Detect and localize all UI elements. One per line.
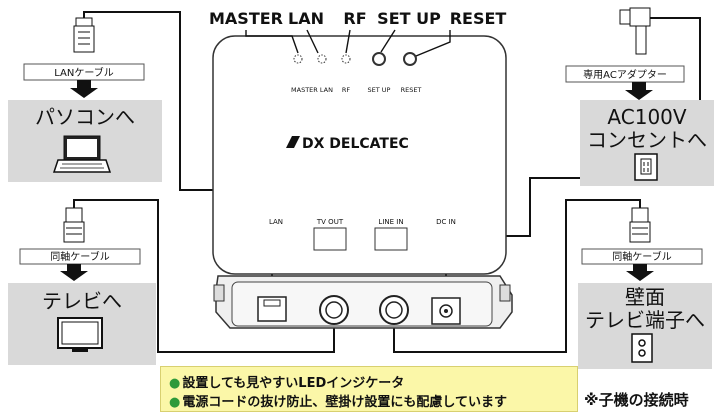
caption-line-1: ●設置しても見やすいLEDインジケータ (169, 372, 404, 391)
top-label-reset: RESET (450, 9, 507, 28)
panel-label-reset: RESET (401, 86, 422, 94)
brand-logo-icon (286, 136, 300, 148)
port-panel (213, 275, 513, 329)
coax-plug-icon (629, 207, 651, 243)
power-outlet-icon (634, 153, 658, 181)
caption-text-1: 設置しても見やすいLEDインジケータ (182, 376, 405, 391)
port-label-lan: LAN (269, 218, 283, 226)
ac-label-line2: コンセントへ (587, 128, 707, 152)
arrow-down-icon (625, 82, 653, 100)
pc-label: パソコンへ (35, 105, 135, 129)
wall-label-line1: 壁面 (625, 285, 665, 309)
lan-led-icon (317, 54, 327, 64)
wall-coax-cable-line (393, 199, 641, 353)
ac-plug-icon (619, 7, 651, 55)
tv-out-port-icon (319, 295, 349, 325)
left-coax-label: 同軸ケーブル (50, 250, 109, 263)
brand-name: DX DELCATEC (302, 136, 409, 152)
adapter-label: 専用ACアダプター (583, 68, 667, 81)
rf-led-icon (341, 54, 351, 64)
tv-label: テレビへ (42, 289, 122, 313)
port-label-dc-in: DC IN (436, 218, 456, 226)
panel-label-rf: RF (342, 86, 351, 94)
right-coax-label: 同軸ケーブル (612, 250, 671, 263)
top-label-lan: LAN (288, 9, 324, 28)
setup-button-icon (372, 52, 386, 66)
panel-label-setup: SET UP (368, 86, 391, 94)
arrow-down-icon (60, 264, 88, 281)
feature-caption-box: ●設置しても見やすいLEDインジケータ ●電源コードの抜け防止、壁掛け設置にも配… (160, 366, 578, 412)
top-label-rf: RF (343, 9, 366, 28)
tv-coax-cable-line (73, 199, 335, 353)
bullet-icon: ● (169, 395, 181, 410)
caption-text-2: 電源コードの抜け防止、壁掛け設置にも配慮しています (182, 395, 507, 410)
arrow-down-icon (626, 264, 654, 281)
tv-icon (57, 317, 103, 352)
lan-plug-icon (73, 17, 95, 53)
bullet-icon: ● (169, 376, 181, 391)
footnote: ※子機の接続時 (584, 391, 689, 409)
laptop-icon (52, 135, 112, 173)
wall-label-line2: テレビ端子へ (585, 308, 705, 332)
top-label-master: MASTER (209, 9, 283, 28)
port-label-tv-out: TV OUT (316, 218, 344, 226)
panel-label-master-lan: MASTER LAN (291, 86, 333, 94)
lan-cable-label: LANケーブル (54, 66, 114, 79)
device-body (212, 29, 507, 275)
line-in-port-icon (379, 295, 409, 325)
coax-plug-icon (63, 207, 85, 243)
wall-socket-icon (631, 333, 653, 363)
arrow-down-icon (70, 80, 98, 98)
reset-button-icon (403, 52, 417, 66)
port-label-line-in: LINE IN (378, 218, 403, 226)
top-label-setup: SET UP (377, 9, 441, 28)
ac-label-line1: AC100V (607, 105, 686, 129)
master-led-icon (293, 54, 303, 64)
caption-line-2: ●電源コードの抜け防止、壁掛け設置にも配慮しています (169, 391, 507, 410)
